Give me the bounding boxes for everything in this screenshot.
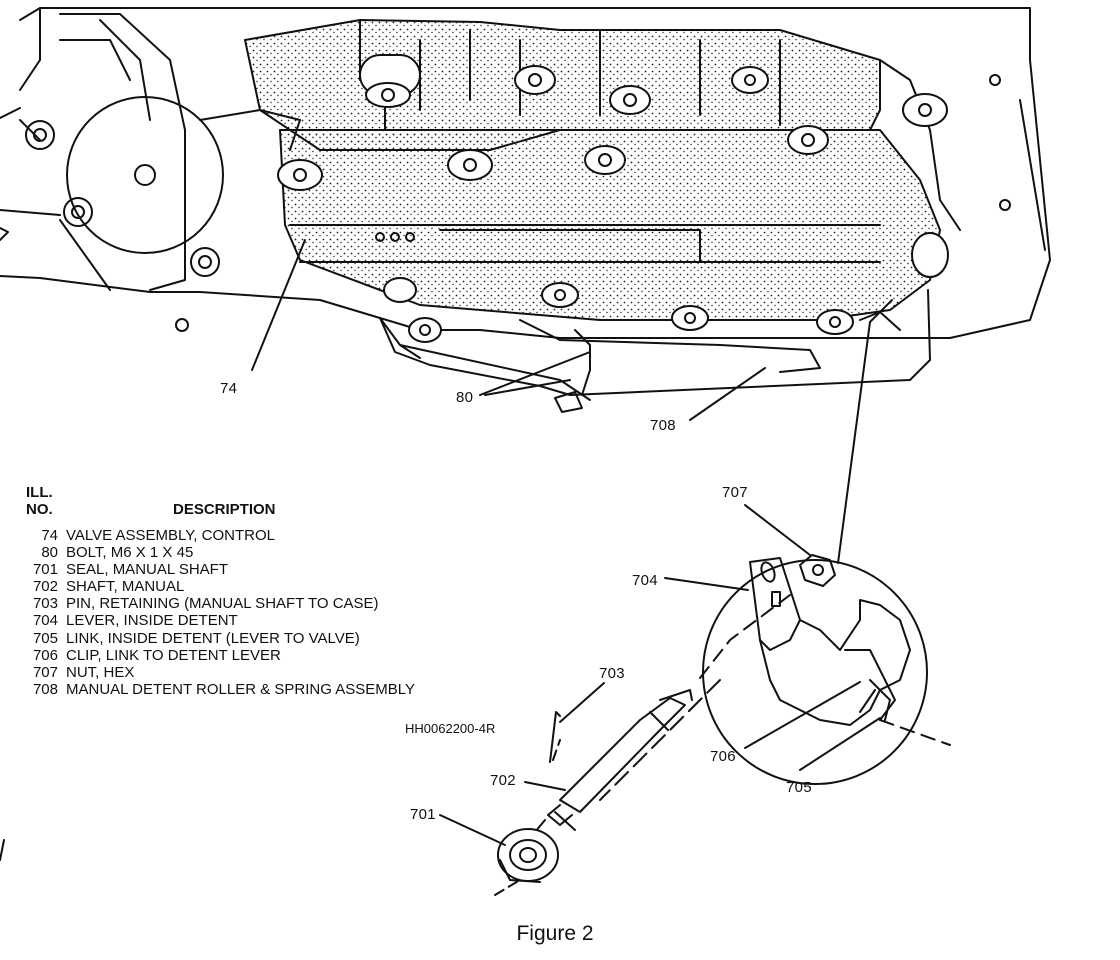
part-number: 705 [32,629,58,647]
list-item: 80 BOLT, M6 X 1 X 45 [26,544,415,561]
list-item: 701 SEAL, MANUAL SHAFT [26,561,415,578]
list-item: 708 MANUAL DETENT ROLLER & SPRING ASSEMBL… [26,681,415,698]
case-outline [0,7,1051,339]
part-description: NUT, HEX [66,663,135,681]
callout-708: 708 [650,417,676,434]
list-item: 707 NUT, HEX [26,664,415,681]
part-description: SHAFT, MANUAL [66,578,185,596]
callout-707: 707 [722,484,748,501]
callout-705: 705 [786,779,812,796]
part-number: 701 [32,561,58,579]
part-number: 80 [41,544,58,562]
part-number: 703 [32,595,58,613]
legend-no-label: NO. [26,501,53,518]
part-description: PIN, RETAINING (MANUAL SHAFT TO CASE) [66,595,379,613]
detail-circle [702,559,928,785]
part-description: MANUAL DETENT ROLLER & SPRING ASSEMBLY [66,680,415,698]
drawing-reference-number: HH0062200-4R [405,721,496,736]
list-item: 703 PIN, RETAINING (MANUAL SHAFT TO CASE) [26,595,415,612]
callout-702: 702 [490,772,516,789]
callout-706: 706 [710,748,736,765]
list-item: 704 LEVER, INSIDE DETENT [26,612,415,629]
callout-704: 704 [632,572,658,589]
callout-701: 701 [410,806,436,823]
part-number: 708 [32,680,58,698]
list-item: 702 SHAFT, MANUAL [26,578,415,595]
part-number: 704 [32,612,58,630]
legend-description-label: DESCRIPTION [173,501,276,518]
part-number: 707 [32,663,58,681]
list-item: 705 LINK, INSIDE DETENT (LEVER TO VALVE) [26,630,415,647]
part-description: BOLT, M6 X 1 X 45 [66,544,194,562]
legend-ill-label: ILL. [26,484,53,501]
part-number: 702 [32,578,58,596]
callout-80: 80 [456,389,474,406]
callout-703: 703 [599,665,625,682]
part-description: SEAL, MANUAL SHAFT [66,561,228,579]
part-number: 706 [32,646,58,664]
list-item: 706 CLIP, LINK TO DETENT LEVER [26,647,415,664]
lever-704 [749,557,911,726]
figure-caption: Figure 2 [516,922,594,945]
callout-74: 74 [220,380,238,397]
part-description: LINK, INSIDE DETENT (LEVER TO VALVE) [66,629,360,647]
part-description: LEVER, INSIDE DETENT [66,612,238,630]
part-description: VALVE ASSEMBLY, CONTROL [66,527,275,544]
parts-legend: 74 VALVE ASSEMBLY, CONTROL 80 BOLT, M6 X 1… [26,527,415,698]
part-number: 74 [41,527,58,544]
part-description: CLIP, LINK TO DETENT LEVER [66,646,281,664]
list-item: 74 VALVE ASSEMBLY, CONTROL [26,527,415,544]
